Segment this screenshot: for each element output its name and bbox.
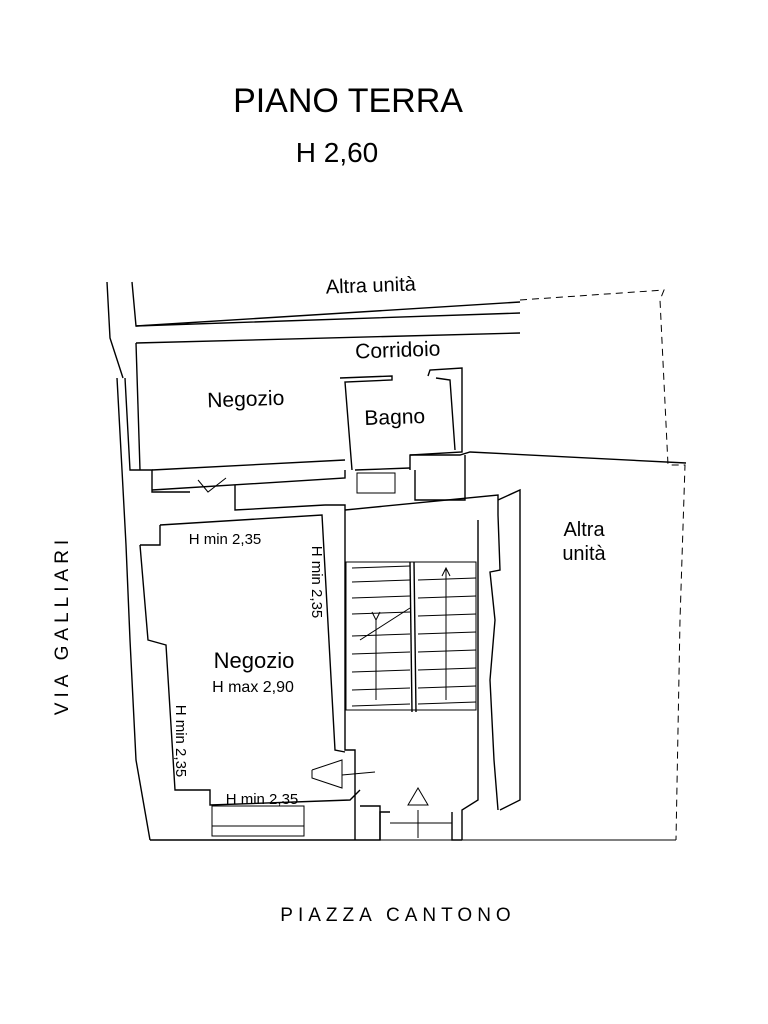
plan-title: PIANO TERRA bbox=[233, 82, 463, 120]
ceiling-height: H 2,60 bbox=[296, 137, 379, 168]
label-altra-unita-top: Altra unità bbox=[325, 273, 417, 298]
building-walls bbox=[106, 281, 687, 841]
street-piazza-cantono: PIAZZA CANTONO bbox=[280, 905, 515, 926]
hmin-left: H min 2,35 bbox=[172, 705, 189, 778]
label-negozio-hmax: H max 2,90 bbox=[212, 679, 294, 696]
hmin-top: H min 2,35 bbox=[189, 531, 262, 548]
label-bagno: Bagno bbox=[364, 405, 426, 430]
hmin-bottom: H min 2,35 bbox=[226, 791, 299, 808]
label-corridoio: Corridoio bbox=[355, 338, 441, 364]
door-marks bbox=[197, 477, 429, 806]
hmin-right: H min 2,35 bbox=[308, 546, 325, 619]
label-altra-unita-right: Altra bbox=[563, 519, 605, 541]
staircase bbox=[345, 561, 477, 713]
label-altra-unita-right-2: unità bbox=[562, 543, 606, 565]
label-negozio-main: Negozio bbox=[214, 648, 295, 673]
label-negozio-top: Negozio bbox=[207, 387, 285, 413]
street-via-galliari: VIA GALLIARI bbox=[52, 535, 73, 715]
